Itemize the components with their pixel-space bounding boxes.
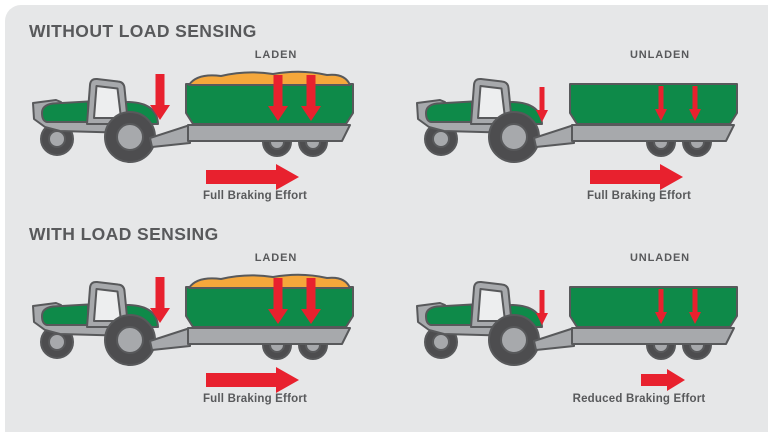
vehicle-scene xyxy=(417,79,737,162)
section-title-without-load-sensing: WITHOUT LOAD SENSING xyxy=(29,21,257,41)
scenario-with-unladen: UNLADEN Reduced Braking Effort xyxy=(384,203,768,419)
braking-effort-arrow-icon xyxy=(206,164,299,190)
braking-effort-arrow-icon xyxy=(590,164,683,190)
vehicle-scene xyxy=(417,282,737,365)
condition-label: LADEN xyxy=(254,49,298,61)
scenario-without-laden: LADEN Full Braking Effort xyxy=(0,0,384,216)
vehicle-scene xyxy=(33,275,353,365)
braking-effort-label: Reduced Braking Effort xyxy=(572,393,706,405)
vehicle-scene xyxy=(33,72,353,162)
braking-effort-label: Full Braking Effort xyxy=(586,190,692,202)
condition-label: UNLADEN xyxy=(629,252,691,264)
braking-effort-arrow-icon xyxy=(206,367,299,393)
tractor-trailer-illustration xyxy=(384,261,768,391)
braking-effort-label: Full Braking Effort xyxy=(202,190,308,202)
braking-effort-arrow-icon xyxy=(641,369,685,391)
section-title-with-load-sensing: WITH LOAD SENSING xyxy=(29,224,219,244)
tractor-trailer-illustration xyxy=(0,58,384,190)
braking-effort-label: Full Braking Effort xyxy=(202,393,308,405)
condition-label: LADEN xyxy=(254,252,298,264)
condition-label: UNLADEN xyxy=(629,49,691,61)
scenario-without-unladen: UNLADEN Full Braking Effort xyxy=(384,0,768,216)
scenario-with-laden: LADEN Full Braking Effort xyxy=(0,203,384,419)
tractor-trailer-illustration xyxy=(384,58,768,190)
tractor-trailer-illustration xyxy=(0,261,384,393)
